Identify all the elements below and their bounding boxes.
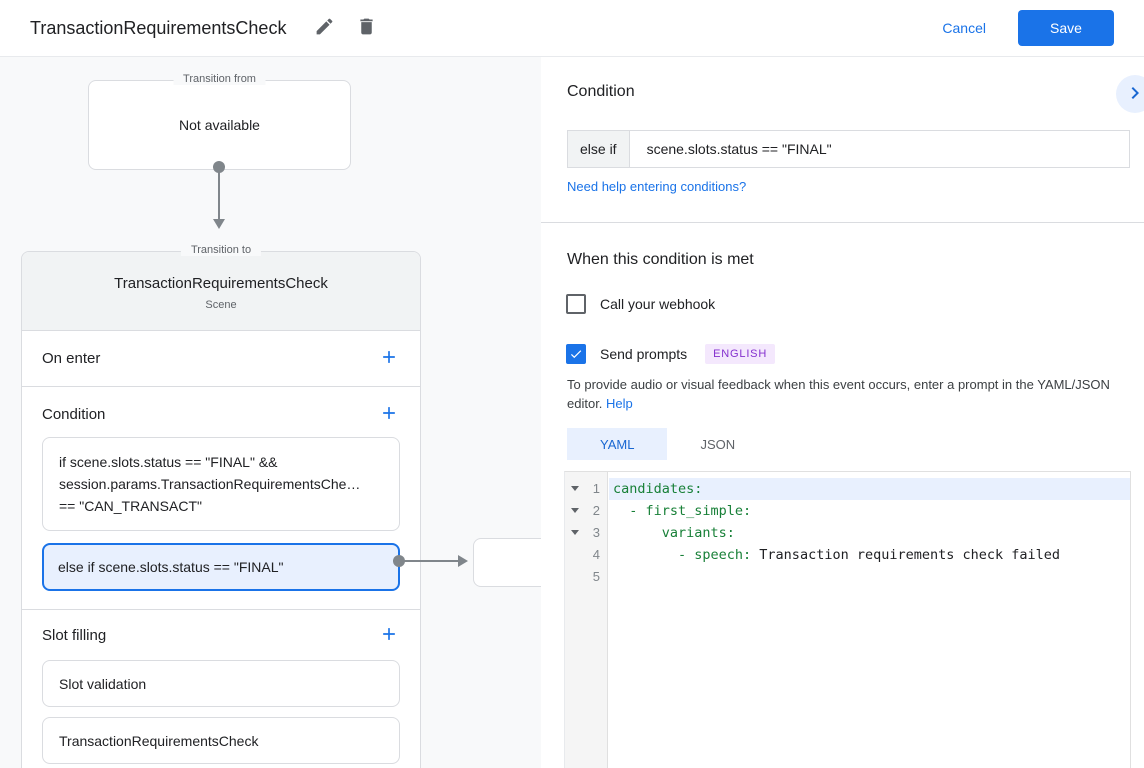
condition-section-head: Condition [42, 399, 400, 429]
on-enter-label: On enter [42, 350, 101, 367]
code-line[interactable]: - first_simple: [609, 500, 1130, 522]
arrow-down-icon [213, 219, 225, 229]
description-help-link[interactable]: Help [606, 396, 633, 411]
transition-to-label: Transition to [180, 244, 262, 256]
condition-help-link[interactable]: Need help entering conditions? [567, 179, 747, 194]
flow-diagram-panel: Transition from Not available Transition… [0, 57, 541, 768]
condition-text-line: == "CAN_TRANSACT" [59, 498, 202, 514]
condition-text-line: if scene.slots.status == "FINAL" && [59, 454, 278, 470]
line-number: 4 [592, 547, 600, 562]
tab-json[interactable]: JSON [700, 436, 736, 452]
scene-card-subtitle: Scene [205, 299, 237, 311]
editor-code[interactable]: candidates: - first_simple: variants: - … [609, 472, 1130, 768]
condition-met-title: When this condition is met [567, 251, 754, 268]
line-number: 2 [592, 503, 600, 518]
condition-prefix: else if [567, 130, 629, 168]
condition-section-label: Condition [42, 405, 106, 423]
code-segment-key: variants: [613, 525, 735, 541]
transition-from-value: Not available [179, 117, 260, 133]
line-number: 3 [592, 525, 600, 540]
check-icon [569, 347, 583, 361]
prompts-label: Send prompts [600, 346, 688, 362]
code-segment-key: - first_simple: [613, 503, 752, 519]
on-enter-row: On enter [22, 331, 420, 387]
transition-target-box[interactable] [473, 538, 541, 587]
top-bar: TransactionRequirementsCheck Cancel Save [0, 0, 1144, 57]
slot-filling-section-head: Slot filling [42, 620, 400, 650]
gutter-row: 4 [565, 544, 607, 566]
code-line[interactable]: variants: [609, 522, 1130, 544]
slot-filling-label: Slot filling [42, 626, 107, 644]
plus-icon [379, 624, 399, 647]
pencil-icon [314, 16, 335, 40]
fold-arrow-icon[interactable] [571, 486, 579, 491]
page-title: TransactionRequirementsCheck [30, 17, 287, 38]
trash-icon [356, 16, 377, 40]
condition-expression-row: else if scene.slots.status == "FINAL" [567, 130, 1130, 168]
delete-scene-button[interactable] [354, 16, 378, 40]
scene-card-title: TransactionRequirementsCheck [114, 275, 328, 292]
transition-from-box: Transition from Not available [88, 73, 351, 170]
tab-yaml[interactable]: YAML [567, 428, 668, 460]
connector-line [218, 167, 220, 220]
condition-text-line: session.params.TransactionRequirementsCh… [59, 476, 361, 492]
condition-detail-panel: Condition else if scene.slots.status == … [541, 57, 1144, 768]
webhook-checkbox[interactable] [566, 294, 586, 314]
collapse-panel-button[interactable] [1116, 75, 1144, 113]
condition-list: if scene.slots.status == "FINAL" && sessi… [42, 437, 400, 591]
condition-expression-input[interactable]: scene.slots.status == "FINAL" [628, 130, 1130, 168]
editor-gutter: 1 2 3 4 5 [565, 472, 608, 768]
plus-icon [379, 403, 399, 426]
webhook-label: Call your webhook [600, 296, 716, 312]
add-on-enter-button[interactable] [378, 348, 400, 370]
prompts-row: Send prompts ENGLISH [566, 344, 776, 364]
save-button[interactable]: Save [1018, 10, 1114, 46]
code-segment-value: Transaction requirements check failed [751, 547, 1061, 563]
line-number: 1 [592, 481, 600, 496]
arrow-right-icon [458, 555, 468, 567]
condition-text-line: else if scene.slots.status == "FINAL" [58, 559, 284, 575]
connector-dot [393, 555, 405, 567]
transition-from-label: Transition from [173, 73, 266, 85]
code-segment-key: - speech: [613, 547, 752, 563]
divider [541, 222, 1144, 223]
cancel-button[interactable]: Cancel [926, 12, 1002, 44]
condition-box-selected[interactable]: else if scene.slots.status == "FINAL" [42, 543, 400, 591]
add-slot-button[interactable] [378, 624, 400, 646]
code-line[interactable] [609, 566, 1130, 588]
gutter-row: 5 [565, 566, 607, 588]
slot-box[interactable]: TransactionRequirementsCheck [42, 717, 400, 764]
scene-card-header[interactable]: TransactionRequirementsCheck Scene [22, 252, 420, 331]
code-line[interactable]: candidates: [609, 478, 1130, 500]
webhook-row: Call your webhook [566, 294, 715, 314]
prompts-description-text: To provide audio or visual feedback when… [567, 377, 1110, 411]
plus-icon [379, 347, 399, 370]
gutter-row: 1 [565, 478, 607, 500]
code-line[interactable]: - speech: Transaction requirements check… [609, 544, 1130, 566]
edit-scene-button[interactable] [312, 16, 336, 40]
prompts-description: To provide audio or visual feedback when… [567, 375, 1139, 413]
language-badge: ENGLISH [705, 344, 776, 364]
chevron-right-icon [1123, 81, 1144, 108]
code-segment-key: candidates: [613, 481, 703, 497]
gutter-row: 2 [565, 500, 607, 522]
condition-box[interactable]: if scene.slots.status == "FINAL" && sessi… [42, 437, 400, 531]
fold-arrow-icon[interactable] [571, 530, 579, 535]
slot-box[interactable]: Slot validation [42, 660, 400, 707]
yaml-editor[interactable]: 1 2 3 4 5 candidates: - first_simple: varian… [564, 471, 1131, 768]
line-number: 5 [592, 569, 600, 584]
gutter-row: 3 [565, 522, 607, 544]
add-condition-button[interactable] [378, 403, 400, 425]
connector-line [404, 560, 460, 562]
editor-tabs: YAML JSON [567, 428, 768, 460]
condition-section: Condition if scene.slots.status == "FINA… [22, 387, 420, 609]
prompts-checkbox[interactable] [566, 344, 586, 364]
fold-arrow-icon[interactable] [571, 508, 579, 513]
scene-card: Transition to TransactionRequirementsChe… [21, 244, 421, 768]
panel-title: Condition [567, 83, 635, 100]
